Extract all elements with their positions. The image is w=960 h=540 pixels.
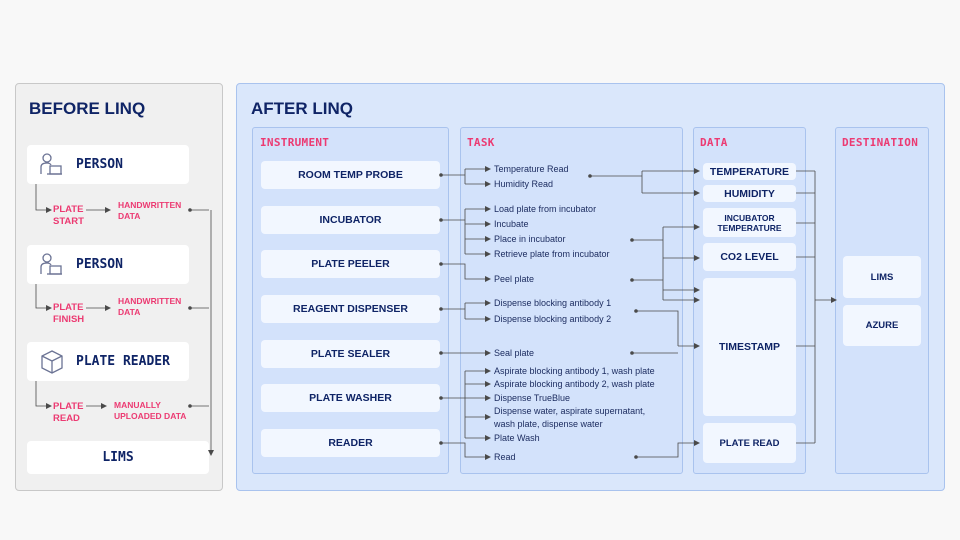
plate-read-label: PLATE READ xyxy=(53,401,84,424)
task-seal-plate: Seal plate xyxy=(494,348,535,358)
plate-finish-label: PLATE FINISH xyxy=(53,302,85,325)
task-dispense-antibody-2: Dispense blocking antibody 2 xyxy=(494,314,612,324)
instrument-plate-peeler: PLATE PEELER xyxy=(261,250,440,278)
person-label-2: PERSON xyxy=(76,257,123,272)
plate-reader-box: PLATE READER xyxy=(27,342,189,381)
data-temperature: TEMPERATURE xyxy=(703,163,796,180)
instrument-reagent-dispenser: REAGENT DISPENSER xyxy=(261,295,440,323)
destination-header: DESTINATION xyxy=(842,136,919,149)
task-plate-wash: Plate Wash xyxy=(494,433,540,443)
task-dispense-water-2: wash plate, dispense water xyxy=(494,419,603,429)
after-linq-title: AFTER LINQ xyxy=(251,99,353,118)
task-dispense-antibody-1: Dispense blocking antibody 1 xyxy=(494,298,612,308)
data-timestamp: TIMESTAMP xyxy=(703,278,796,416)
person-box-2: PERSON xyxy=(27,245,189,284)
manually-uploaded-data: MANUALLY UPLOADED DATA xyxy=(114,400,187,421)
task-read: Read xyxy=(494,452,516,462)
lims-box-before: LIMS xyxy=(27,441,209,474)
instrument-plate-sealer: PLATE SEALER xyxy=(261,340,440,368)
task-header: TASK xyxy=(467,136,495,149)
task-temperature-read: Temperature Read xyxy=(494,164,569,174)
destination-lims: LIMS xyxy=(843,256,921,298)
before-linq-title: BEFORE LINQ xyxy=(29,99,146,118)
handwritten-data-2: HANDWRITTEN DATA xyxy=(118,296,182,317)
instrument-incubator: INCUBATOR xyxy=(261,206,440,234)
task-aspirate-antibody-1: Aspirate blocking antibody 1, wash plate xyxy=(494,366,655,376)
person-computer-icon xyxy=(40,153,62,175)
instrument-header: INSTRUMENT xyxy=(260,136,330,149)
plate-reader-label: PLATE READER xyxy=(76,354,170,369)
task-peel-plate: Peel plate xyxy=(494,274,535,284)
cube-icon xyxy=(41,350,63,374)
instrument-reader: READER xyxy=(261,429,440,457)
task-retrieve-plate: Retrieve plate from incubator xyxy=(494,249,610,259)
task-place-in-incubator: Place in incubator xyxy=(494,234,566,244)
person-computer-icon xyxy=(40,253,62,275)
instrument-room-temp-probe: ROOM TEMP PROBE xyxy=(261,161,440,189)
plate-start-label: PLATE START xyxy=(53,204,84,227)
task-dispense-trueblue: Dispense TrueBlue xyxy=(494,393,571,403)
lims-label-before: LIMS xyxy=(102,450,134,465)
data-co2-level: CO2 LEVEL xyxy=(703,243,796,271)
task-load-plate: Load plate from incubator xyxy=(494,204,597,214)
data-header: DATA xyxy=(700,136,728,149)
destination-azure: AZURE xyxy=(843,305,921,346)
handwritten-data-1: HANDWRITTEN DATA xyxy=(118,200,182,221)
task-aspirate-antibody-2: Aspirate blocking antibody 2, wash plate xyxy=(494,379,655,389)
person-box-1: PERSON xyxy=(27,145,189,184)
data-incubator-temperature: INCUBATOR TEMPERATURE xyxy=(703,208,796,237)
person-label-1: PERSON xyxy=(76,157,123,172)
data-humidity: HUMIDITY xyxy=(703,185,796,202)
task-dispense-water-1: Dispense water, aspirate supernatant, xyxy=(494,406,646,416)
data-plate-read: PLATE READ xyxy=(703,423,796,463)
task-incubate: Incubate xyxy=(494,219,529,229)
task-humidity-read: Humidity Read xyxy=(494,179,554,189)
task-column xyxy=(460,127,683,474)
instrument-plate-washer: PLATE WASHER xyxy=(261,384,440,412)
